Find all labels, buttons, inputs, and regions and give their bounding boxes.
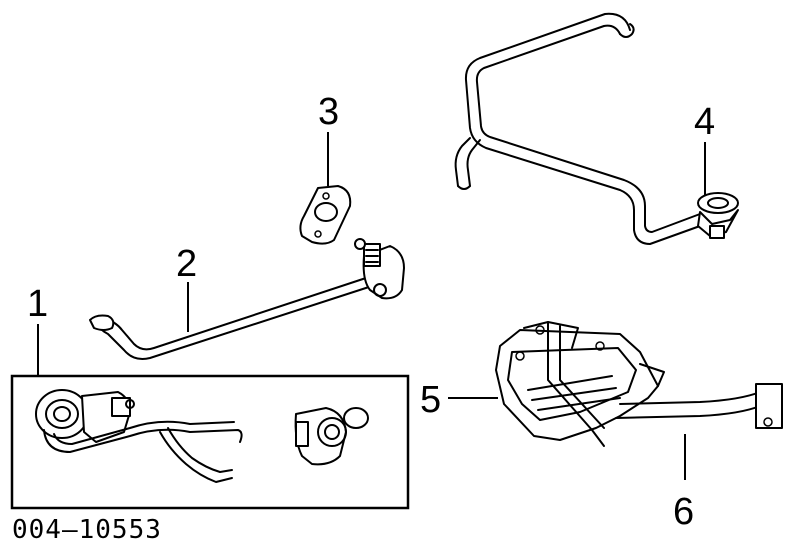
diagram-part-code: 004–10553 xyxy=(12,515,162,545)
part-4-hose-assembly xyxy=(454,12,739,245)
callout-5: 5 xyxy=(420,379,441,421)
part-3-gasket xyxy=(299,185,352,245)
callout-3: 3 xyxy=(318,91,339,133)
part-1-egr-valve-assembly xyxy=(35,389,369,483)
part-5-heat-shield xyxy=(495,325,659,441)
callout-2: 2 xyxy=(176,243,197,285)
callout-1: 1 xyxy=(27,283,48,325)
callout-6: 6 xyxy=(673,491,694,533)
part-6-support-bracket xyxy=(523,321,783,447)
callout-4: 4 xyxy=(694,101,715,143)
part-2-tube-assembly xyxy=(89,238,405,360)
part-1-kit-box xyxy=(10,374,410,510)
